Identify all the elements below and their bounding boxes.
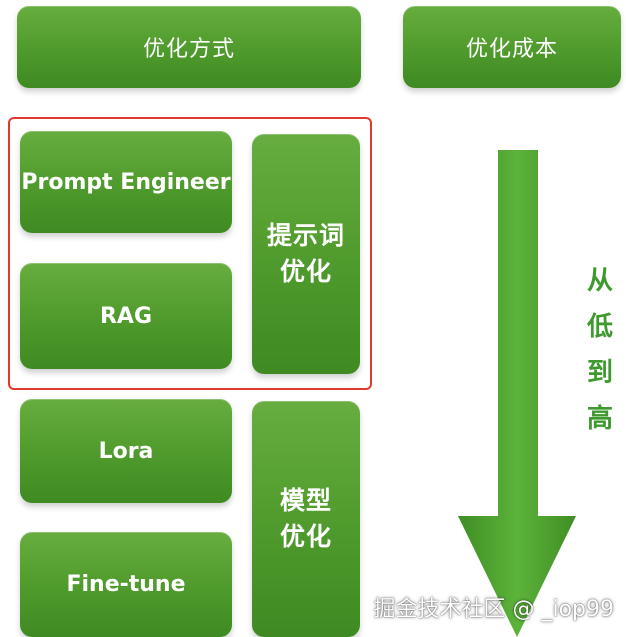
- header-optimization-method: 优化方式: [17, 6, 361, 88]
- method-prompt-engineer: Prompt Engineer: [20, 131, 232, 233]
- group-model-optimization-line-2: 优化: [279, 522, 332, 551]
- group-prompt-optimization: 提示词 优化: [252, 134, 360, 374]
- cost-note-char-1: 从: [586, 266, 613, 296]
- group-prompt-optimization-line-2: 优化: [279, 257, 332, 286]
- method-lora-label: Lora: [98, 438, 154, 464]
- method-fine-tune: Fine-tune: [20, 532, 232, 637]
- cost-note-char-3: 到: [586, 358, 613, 388]
- cost-note-char-2: 低: [586, 312, 613, 342]
- group-model-optimization-line-1: 模型: [279, 486, 332, 515]
- group-model-optimization: 模型 优化: [252, 401, 360, 637]
- header-optimization-method-label: 优化方式: [142, 37, 235, 62]
- method-rag: RAG: [20, 263, 232, 369]
- group-model-optimization-text: 模型 优化: [280, 483, 332, 555]
- group-prompt-optimization-text: 提示词 优化: [267, 218, 345, 290]
- method-lora: Lora: [20, 399, 232, 503]
- cost-note-char-4: 高: [586, 404, 613, 434]
- method-fine-tune-label: Fine-tune: [66, 572, 186, 597]
- cost-direction-note: 从 低 到 高: [584, 258, 616, 442]
- header-optimization-cost-label: 优化成本: [465, 37, 558, 62]
- cost-direction-arrow-icon: [458, 150, 576, 637]
- group-prompt-optimization-line-1: 提示词: [266, 221, 345, 250]
- method-prompt-engineer-label: Prompt Engineer: [21, 169, 231, 195]
- header-optimization-cost: 优化成本: [403, 6, 621, 88]
- watermark: 掘金技术社区 @ _iop99: [373, 597, 614, 622]
- method-rag-label: RAG: [99, 303, 153, 329]
